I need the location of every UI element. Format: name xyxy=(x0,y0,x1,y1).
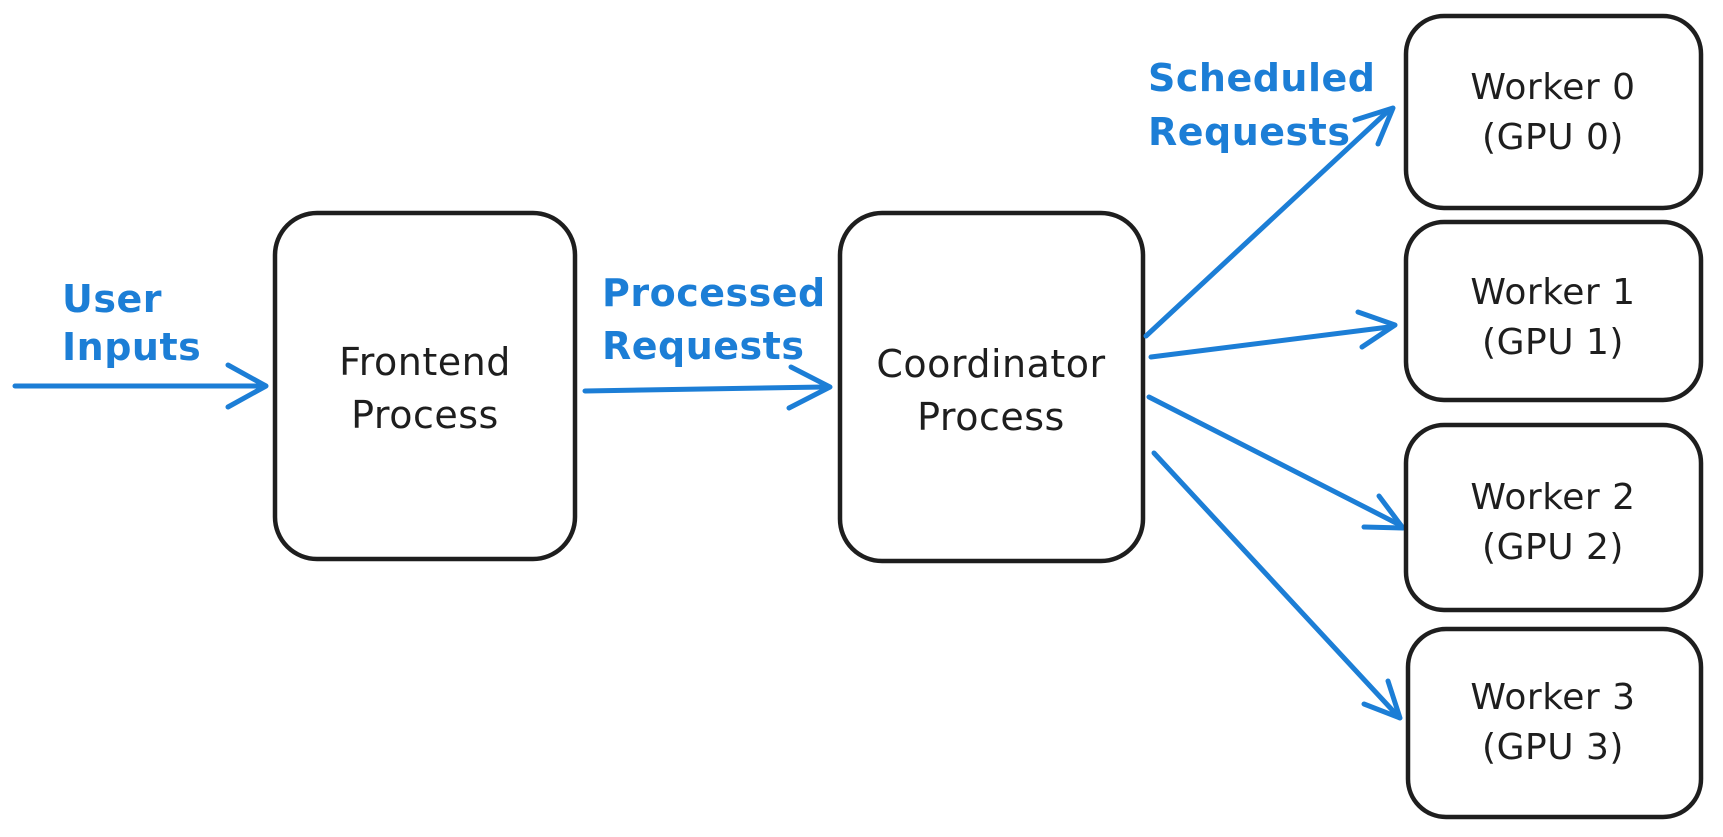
scheduled-arrow-worker-3 xyxy=(1151,450,1403,721)
scheduled-arrow-worker-0-arrowhead xyxy=(1352,105,1396,147)
worker-0-node xyxy=(1403,13,1704,211)
user-inputs-arrow xyxy=(12,362,269,410)
user-inputs-label-line1: User xyxy=(62,277,162,321)
worker-2-label-line2: (GPU 2) xyxy=(1482,527,1624,568)
worker-0-label-line2: (GPU 0) xyxy=(1482,117,1624,158)
worker-1-node xyxy=(1403,219,1704,403)
processed-requests-arrow-shaft xyxy=(582,384,827,394)
frontend-process-label-line2: Process xyxy=(351,393,499,437)
processed-requests-arrowhead xyxy=(786,364,833,411)
scheduled-arrow-worker-3-shaft xyxy=(1151,450,1398,716)
worker-1-label-line2: (GPU 1) xyxy=(1482,322,1624,363)
worker-1-label-line1: Worker 1 xyxy=(1470,272,1635,313)
worker-3-node xyxy=(1405,626,1704,820)
worker-3-label-line1: Worker 3 xyxy=(1470,677,1635,718)
scheduled-arrow-worker-1-arrowhead xyxy=(1355,309,1398,350)
worker-0-label-line1: Worker 0 xyxy=(1470,67,1635,108)
worker-2-label-line1: Worker 2 xyxy=(1470,477,1635,518)
scheduled-arrow-worker-1 xyxy=(1148,309,1398,360)
coordinator-process-node xyxy=(837,210,1146,564)
scheduled-arrow-worker-2-arrowhead xyxy=(1361,493,1406,531)
scheduled-arrow-worker-3-arrowhead xyxy=(1361,678,1403,721)
scheduled-arrow-worker-0-shaft xyxy=(1143,109,1390,339)
processed-requests-label-line2: Requests xyxy=(602,324,804,368)
worker-3-label-line2: (GPU 3) xyxy=(1482,727,1624,768)
frontend-process-node xyxy=(272,210,578,562)
user-inputs-arrowhead xyxy=(225,362,269,410)
scheduled-arrow-worker-0 xyxy=(1143,105,1396,339)
frontend-process-label-line1: Frontend xyxy=(339,340,511,384)
processed-requests-arrow xyxy=(582,364,833,411)
coordinator-process-label-line1: Coordinator xyxy=(876,342,1105,386)
scheduled-requests-label-line1: Scheduled xyxy=(1148,56,1375,100)
coordinator-process-label-line2: Process xyxy=(917,395,1065,439)
worker-2-node xyxy=(1403,422,1704,613)
scheduled-arrow-worker-1-shaft xyxy=(1148,324,1392,360)
processed-requests-label-line1: Processed xyxy=(602,271,826,315)
scheduled-arrow-worker-2 xyxy=(1146,394,1406,531)
scheduled-arrow-worker-2-shaft xyxy=(1146,394,1401,527)
user-inputs-label-line2: Inputs xyxy=(62,325,201,369)
scheduled-requests-label-line2: Requests xyxy=(1148,110,1350,154)
